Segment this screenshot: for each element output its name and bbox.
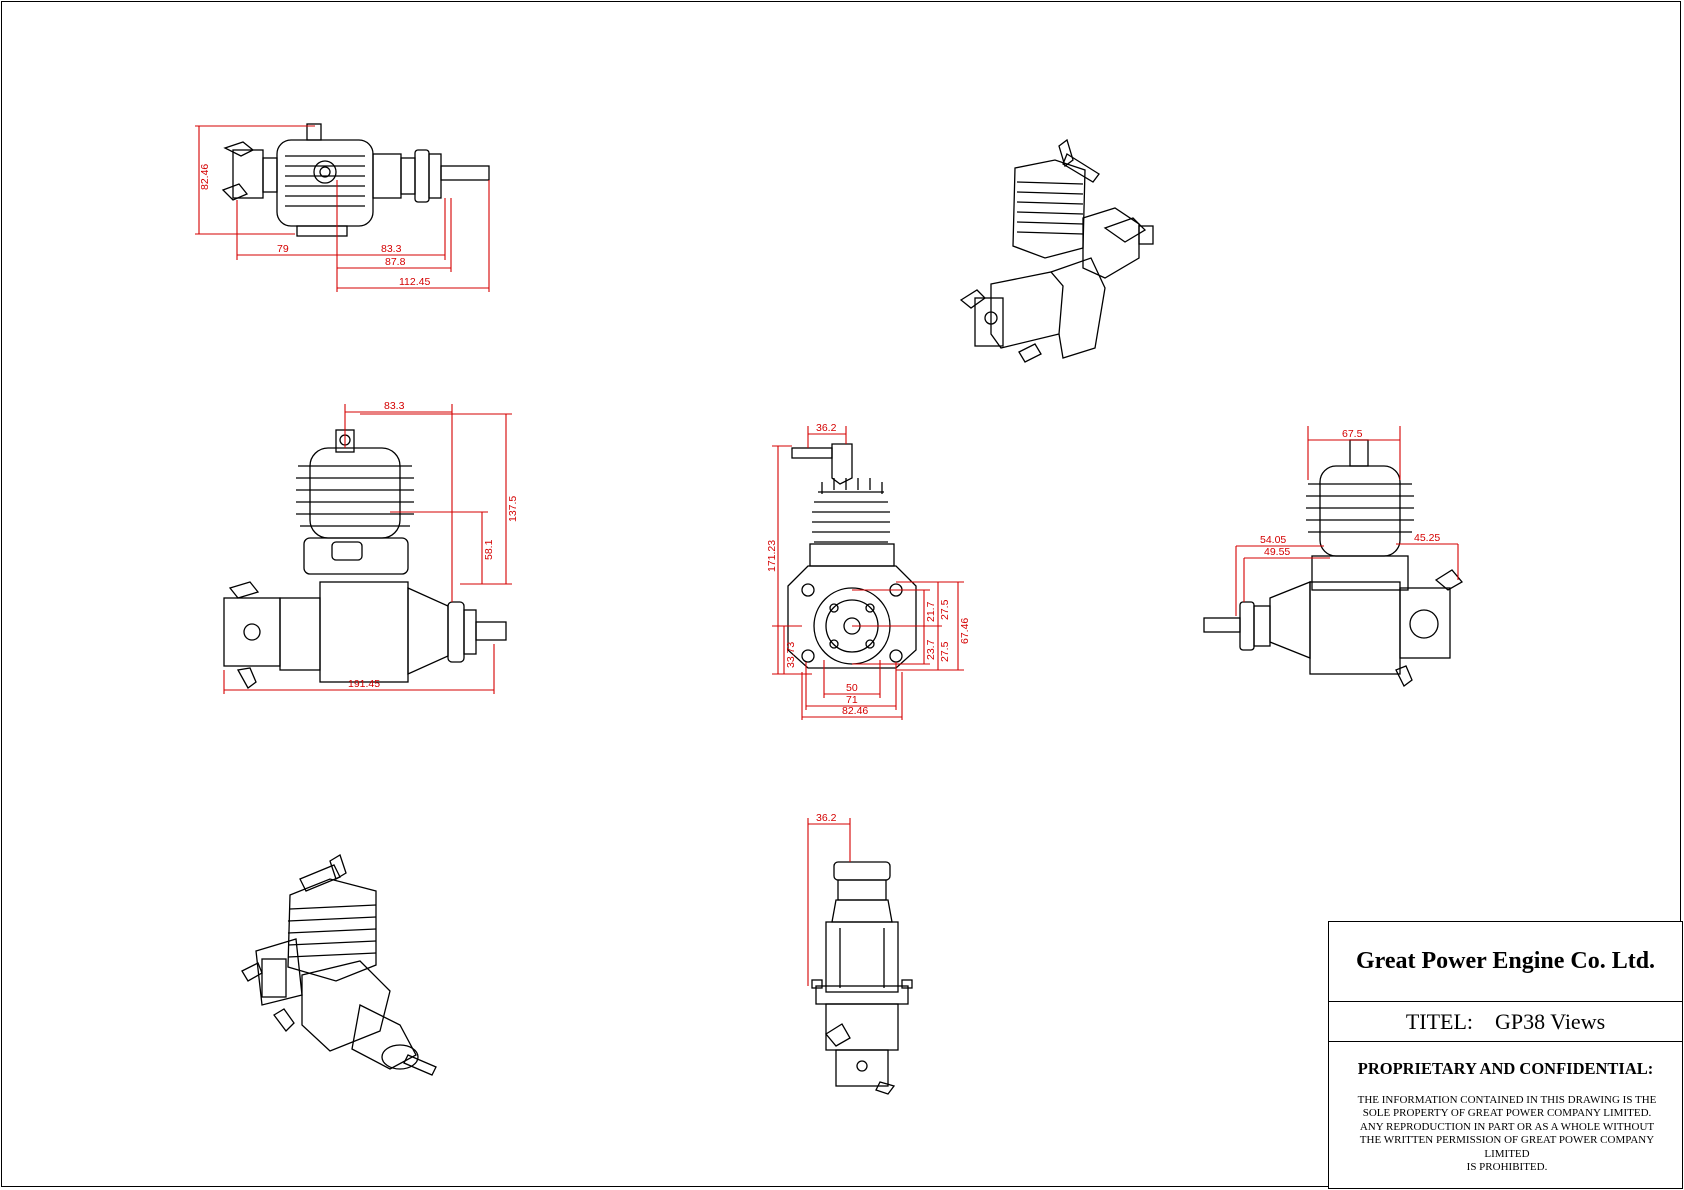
notice-line: THE INFORMATION CONTAINED IN THIS DRAWIN… bbox=[1357, 1094, 1657, 1106]
dim-front-v3: 23.7 bbox=[925, 639, 937, 660]
notice-line: THE WRITTEN PERMISSION OF GREAT POWER CO… bbox=[1359, 1134, 1655, 1147]
dim-front-bottom-left: 33.73 bbox=[785, 642, 797, 668]
bottom-view: 36.2 bbox=[796, 810, 926, 1100]
confidential-heading: PROPRIETARY AND CONFIDENTIAL: bbox=[1357, 1059, 1654, 1078]
isometric-view-rear bbox=[955, 138, 1185, 378]
dim-front-v1: 21.7 bbox=[925, 601, 937, 622]
dim-top-d3: 112.45 bbox=[399, 276, 430, 288]
front-view: 36.2 171.23 21.7 27.5 23.7 27.5 67. bbox=[766, 420, 972, 720]
dim-front-v2: 27.5 bbox=[939, 599, 951, 620]
dim-top-d2: 87.8 bbox=[385, 256, 406, 268]
dim-top-d1: 83.3 bbox=[381, 243, 402, 255]
drawing-title-row: TITEL: GP38 Views bbox=[1329, 1002, 1682, 1042]
dim-front-v4: 27.5 bbox=[939, 641, 951, 662]
dim-front-w3: 82.46 bbox=[842, 705, 868, 717]
dim-side-height-total: 137.5 bbox=[507, 496, 519, 522]
dim-front-w2: 71 bbox=[846, 694, 858, 706]
isometric-view-front bbox=[240, 854, 460, 1095]
dim-front-top: 36.2 bbox=[816, 422, 837, 434]
side-view: 83.3 137.5 58.1 191.45 bbox=[220, 400, 530, 702]
dim-side-height-mid: 58.1 bbox=[483, 539, 495, 560]
dim-front-w1: 50 bbox=[846, 682, 858, 694]
company-name: Great Power Engine Co. Ltd. bbox=[1329, 922, 1682, 1002]
top-view: 82.46 79 83.3 87.8 112.45 bbox=[195, 120, 505, 300]
dim-rear-top: 67.5 bbox=[1342, 428, 1363, 440]
title-label: TITEL: bbox=[1405, 1008, 1474, 1034]
notice-line: ANY REPRODUCTION IN PART OR AS A WHOLE W… bbox=[1359, 1120, 1655, 1133]
title-block: Great Power Engine Co. Ltd. TITEL: GP38 … bbox=[1328, 921, 1683, 1189]
dim-front-height: 171.23 bbox=[766, 540, 778, 572]
notice-line: LIMITED bbox=[1484, 1147, 1530, 1160]
dim-top-height: 82.46 bbox=[199, 164, 211, 190]
rear-view: 67.5 54.05 49.55 45.25 bbox=[1200, 426, 1470, 690]
title-value: GP38 Views bbox=[1495, 1008, 1606, 1034]
dim-bottom-top: 36.2 bbox=[816, 812, 837, 824]
confidential-notice: THE INFORMATION CONTAINED IN THIS DRAWIN… bbox=[1347, 1094, 1667, 1174]
dim-side-top: 83.3 bbox=[384, 400, 405, 412]
dim-top-left: 79 bbox=[277, 243, 289, 255]
dim-rear-right: 45.25 bbox=[1414, 532, 1440, 544]
notice-line: SOLE PROPERTY OF GREAT POWER COMPANY LIM… bbox=[1362, 1107, 1652, 1120]
dim-side-length: 191.45 bbox=[348, 678, 380, 690]
notice-line: IS PROHIBITED. bbox=[1466, 1161, 1548, 1174]
dim-rear-left1: 54.05 bbox=[1260, 534, 1286, 546]
dim-rear-left2: 49.55 bbox=[1264, 546, 1290, 558]
dim-front-v5: 67.46 bbox=[959, 618, 971, 644]
